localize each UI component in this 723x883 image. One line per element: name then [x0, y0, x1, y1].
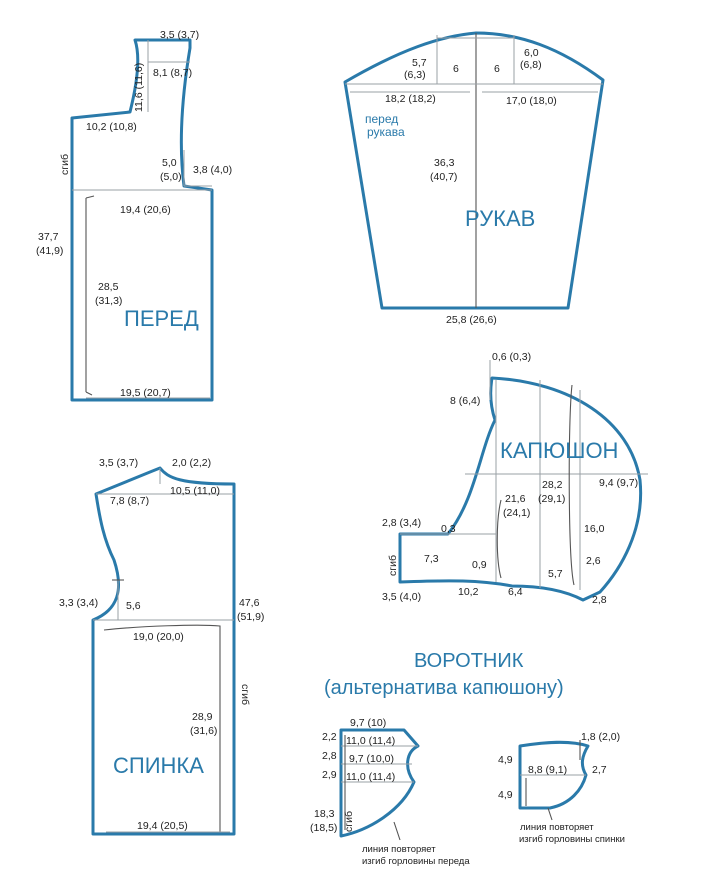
front-neck-drop: 5,0 — [162, 157, 177, 169]
back-outline — [91, 466, 236, 836]
back-title: СПИНКА — [113, 753, 204, 778]
sleeve-title: РУКАВ — [465, 206, 535, 231]
collar-front-total: 18,3 — [314, 808, 335, 820]
hood-bottom-a: 10,2 — [458, 586, 479, 598]
back-armhole-inset: 3,3 (3,4) — [59, 597, 98, 609]
front-body: 28,5 — [98, 281, 119, 293]
hood-dart-bottom: 0,9 — [472, 559, 487, 571]
hood-fold-label: сгиб — [387, 555, 399, 576]
front-piece: 3,5 (3,7) 11,6 (11,6) 8,1 (8,7) 10,2 (10… — [36, 29, 232, 402]
front-shoulder-top: 3,5 (3,7) — [160, 29, 199, 41]
back-shoulder-top: 3,5 (3,7) — [99, 457, 138, 469]
back-armhole-depth: 5,6 — [126, 600, 141, 612]
hood-right-low: 2,6 — [586, 555, 601, 567]
back-neck-width: 10,5 (11,0) — [170, 485, 220, 497]
collar-section: ВОРОТНИК (альтернатива капюшону) 2,2 9,7… — [310, 650, 625, 867]
hood-right: 9,4 (9,7) — [599, 477, 638, 489]
front-neck-width: 10,2 (10,8) — [86, 121, 137, 133]
collar-front-r1-w: 9,7 (10) — [350, 717, 386, 729]
front-title: ПЕРЕД — [124, 306, 199, 331]
sleeve-right-cap-h-2: (6,8) — [520, 59, 542, 71]
collar-front-r3-w: 9,7 (10,0) — [349, 753, 394, 765]
collar-back-outline — [518, 740, 590, 810]
hood-bottom-b: 6,4 — [508, 586, 523, 598]
collar-subtitle: (альтернатива капюшону) — [324, 677, 564, 699]
back-piece: 3,5 (3,7) 2,0 (2,2) 7,8 (8,7) 10,5 (11,0… — [59, 457, 264, 836]
collar-back-h2: 4,9 — [498, 789, 513, 801]
hood-small: 0,3 — [441, 523, 456, 535]
sleeve-length-2: (40,7) — [430, 171, 457, 183]
collar-back-note-1: линия повторяет — [520, 822, 594, 833]
front-neck-drop-2: (5,0) — [160, 171, 182, 183]
collar-back-h1: 4,9 — [498, 754, 513, 766]
collar-back-top: 1,8 (2,0) — [581, 731, 620, 743]
front-fold-label: сгиб — [59, 154, 71, 175]
collar-back-small: 2,7 — [592, 764, 607, 776]
front-outline — [70, 38, 214, 402]
front-armhole-height: 11,6 (11,6) — [133, 63, 145, 112]
collar-front-note-2: изгиб горловины переда — [362, 856, 470, 867]
collar-front-r3-h: 2,9 — [322, 769, 337, 781]
front-width-bottom: 19,5 (20,7) — [120, 387, 171, 399]
hood-mid-h-2: (24,1) — [503, 507, 530, 519]
sleeve-front-note-2: рукава — [367, 125, 405, 139]
sleeve-mid-right: 6 — [494, 63, 500, 75]
collar-title: ВОРОТНИК — [414, 650, 524, 672]
sleeve-right-cap-h: 6,0 — [524, 47, 539, 59]
hood-bottom-mid: 5,7 — [548, 568, 563, 580]
back-neck-small: 2,0 (2,2) — [172, 457, 211, 469]
collar-front-fold: сгиб — [343, 811, 355, 832]
sleeve-mid-left: 6 — [453, 63, 459, 75]
hood-center-2: (29,1) — [538, 493, 565, 505]
back-body: 28,9 — [192, 711, 213, 723]
collar-front-r2-h: 2,8 — [322, 750, 337, 762]
hood-inner-h: 7,3 — [424, 553, 439, 565]
sleeve-length: 36,3 — [434, 157, 455, 169]
hood-title: КАПЮШОН — [500, 438, 618, 463]
sleeve-left-cap-h: 5,7 — [412, 57, 427, 69]
hood-left-bottom: 3,5 (4,0) — [382, 591, 421, 603]
hood-outline — [398, 376, 643, 602]
front-body-2: (31,3) — [95, 295, 122, 307]
sleeve-outline — [343, 31, 605, 310]
collar-front-r4-w: 11,0 (11,4) — [346, 771, 395, 783]
hood-mid-h: 21,6 — [505, 493, 526, 505]
hood-top-height: 8 (6,4) — [450, 395, 480, 407]
collar-front-total-2: (18,5) — [310, 822, 337, 834]
sleeve-bottom: 25,8 (26,6) — [446, 314, 497, 326]
front-width-top: 19,4 (20,6) — [120, 204, 171, 216]
hood-corner: 2,8 — [592, 594, 607, 606]
back-length-2: (51,9) — [237, 611, 264, 623]
sleeve-piece: 5,7 (6,3) 6 6 6,0 (6,8) 18,2 (18,2) 17,0… — [343, 31, 605, 326]
front-armhole-inset: 3,8 (4,0) — [193, 164, 232, 176]
sleeve-left-cap-h-2: (6,3) — [404, 69, 426, 81]
collar-back-note-2: изгиб горловины спинки — [519, 834, 625, 845]
front-length: 37,7 — [38, 231, 59, 243]
hood-left-top: 2,8 (3,4) — [382, 517, 421, 529]
hood-inner-right: 16,0 — [584, 523, 605, 535]
collar-front-note-1: линия повторяет — [362, 844, 436, 855]
collar-front-r2-w: 11,0 (11,4) — [346, 735, 395, 747]
collar-back-width: 8,8 (9,1) — [528, 764, 567, 776]
back-fold-label: сгиб — [239, 684, 251, 705]
back-width-top: 19,0 (20,0) — [133, 631, 184, 643]
hood-top-offset: 0,6 (0,3) — [492, 351, 531, 363]
hood-piece: 0,6 (0,3) 8 (6,4) КАПЮШОН 28,2 (29,1) 9,… — [382, 351, 648, 606]
back-length: 47,6 — [239, 597, 260, 609]
sleeve-front-note-1: перед — [365, 112, 398, 126]
back-body-2: (31,6) — [190, 725, 217, 737]
sleeve-right-width: 17,0 (18,0) — [506, 95, 557, 107]
back-width-bottom: 19,4 (20,5) — [137, 820, 188, 832]
collar-front-r1-h: 2,2 — [322, 731, 337, 743]
front-length-2: (41,9) — [36, 245, 63, 257]
sleeve-left-width: 18,2 (18,2) — [385, 93, 436, 105]
hood-center: 28,2 — [542, 479, 563, 491]
front-armhole-width: 8,1 (8,7) — [153, 67, 192, 79]
back-armhole-width: 7,8 (8,7) — [110, 495, 149, 507]
